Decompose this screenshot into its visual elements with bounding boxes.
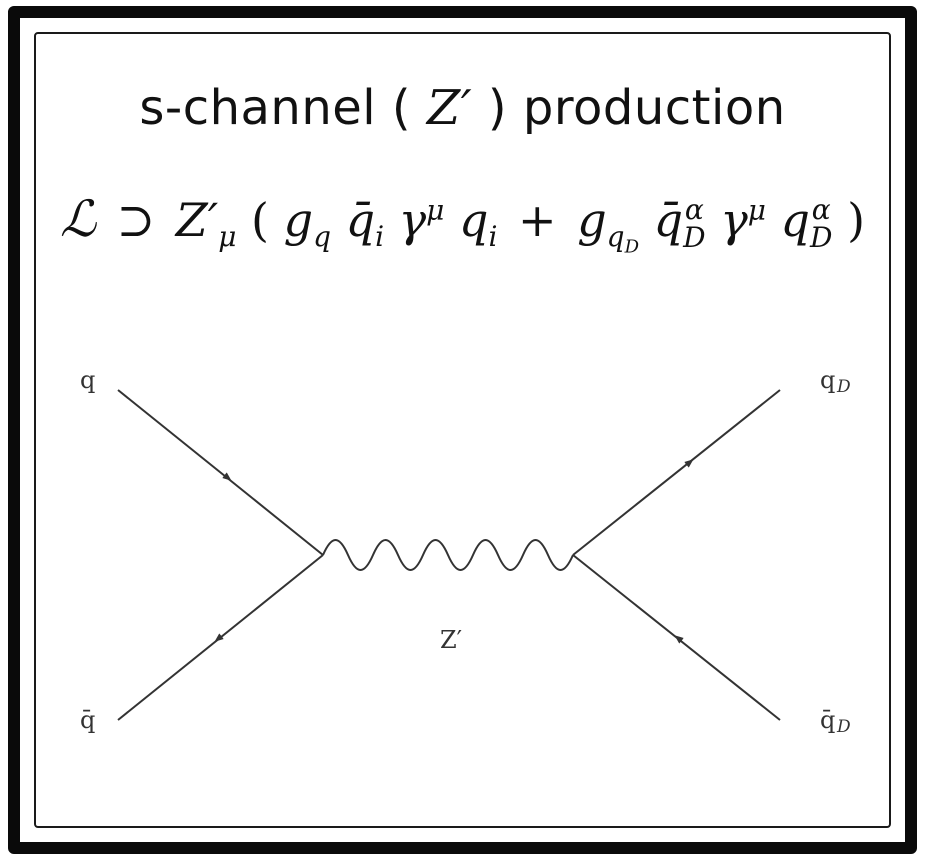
label-qDbar-out: q̄ (820, 706, 835, 734)
label-qbar-in: q̄ (80, 706, 95, 734)
q-i-sub: i (488, 220, 498, 254)
title-suffix: ) production (487, 80, 786, 136)
gamma-1-sup: μ (426, 193, 445, 227)
field-zprime: Z′ (175, 193, 219, 247)
line-qD-out (572, 389, 781, 556)
contains-symbol: ⊃ (116, 193, 156, 247)
qD-sub: D (809, 221, 833, 254)
qbar-i: q̄ (345, 193, 376, 247)
qDbar-alpha: q̄ (653, 193, 684, 247)
gamma-2-sup: μ (747, 193, 766, 227)
qD-sup: α (811, 193, 831, 226)
lagrangian-symbol: ℒ (59, 190, 96, 248)
coupling-gq: g (283, 193, 314, 247)
q-i: q (459, 193, 489, 247)
coupling-gqD-sub: q (606, 220, 625, 254)
slide-title: s-channel ( Z′ ) production (0, 80, 925, 136)
qbar-i-sub: i (375, 220, 385, 254)
label-zprime: Z′ (440, 626, 462, 654)
title-boson: Z′ (426, 80, 473, 136)
open-paren: ( (251, 193, 269, 247)
label-qD-out: q (820, 366, 835, 394)
line-qDbar-out (572, 554, 781, 721)
title-prefix: s-channel ( (139, 80, 412, 136)
gamma-1: γ (398, 193, 427, 247)
line-q-in (117, 389, 324, 556)
coupling-gqD: g (577, 193, 607, 247)
label-qDbar-out-sub: D (836, 717, 851, 737)
label-q-in: q (80, 366, 95, 394)
qDbar-sub: D (683, 221, 706, 254)
slide-frame (8, 6, 917, 854)
close-paren: ) (847, 193, 866, 247)
gamma-2: γ (720, 193, 748, 247)
coupling-gqD-subsub: D (624, 236, 640, 258)
qDbar-sup: α (684, 193, 704, 226)
field-index: μ (218, 220, 237, 254)
label-qD-out-sub: D (836, 377, 851, 397)
zprime-propagator (322, 539, 574, 571)
line-qbar-in (117, 554, 324, 721)
qD-alpha: q (780, 193, 810, 247)
coupling-gq-sub: q (313, 220, 331, 254)
plus-sign: + (518, 193, 557, 247)
